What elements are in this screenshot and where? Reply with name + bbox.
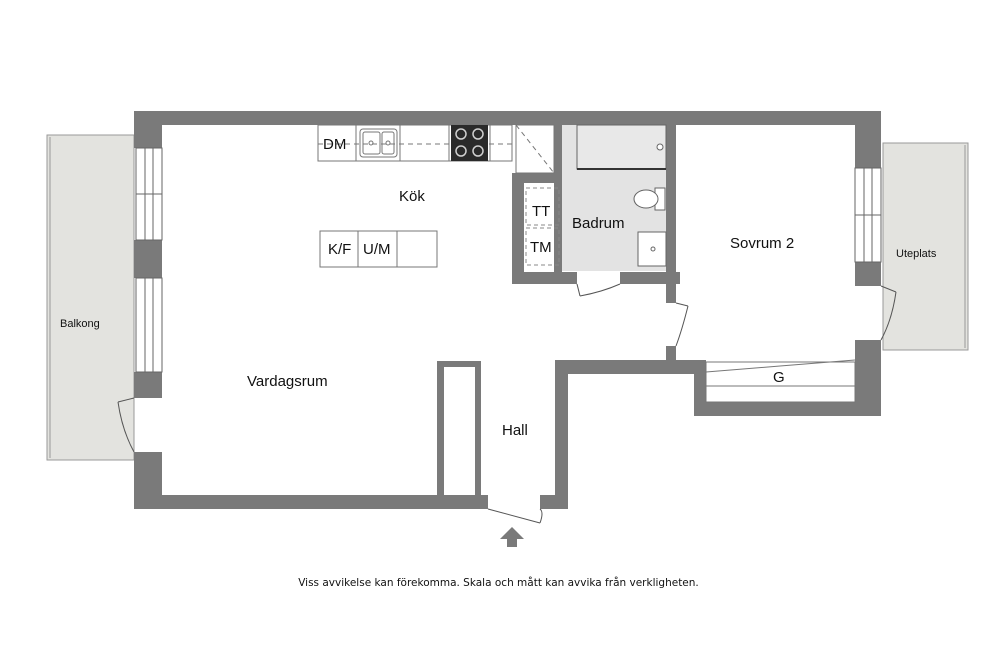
- room-label-hall: Hall: [502, 422, 528, 439]
- room-label-kok: Kök: [399, 188, 425, 205]
- shower-icon: [576, 124, 667, 170]
- label-tt: TT: [532, 203, 550, 220]
- bedroom-wardrobe: [705, 359, 856, 403]
- label-dm: DM: [323, 136, 346, 153]
- room-label-vardagsrum: Vardagsrum: [247, 373, 328, 390]
- entrance-arrow-icon: [500, 527, 524, 547]
- walls: [134, 111, 881, 509]
- disclaimer-text: Viss avvikelse kan förekomma. Skala och …: [298, 577, 699, 589]
- stove-icon: [451, 125, 488, 161]
- label-um: U/M: [363, 241, 391, 258]
- doors: [117, 283, 897, 524]
- room-label-badrum: Badrum: [572, 215, 625, 232]
- label-tm: TM: [530, 239, 552, 256]
- balcony-area: [46, 134, 135, 461]
- sink-icon: [359, 128, 398, 158]
- kitchen-island: [319, 230, 438, 268]
- label-g: G: [773, 369, 785, 386]
- washbasin-icon: [637, 231, 667, 267]
- patio-area: [882, 142, 969, 351]
- room-label-uteplats: Uteplats: [896, 248, 937, 260]
- laundry-units: [525, 187, 560, 266]
- label-kf: K/F: [328, 241, 351, 258]
- windows: [135, 147, 882, 373]
- kitchen-cabinet: [515, 124, 555, 174]
- room-label-balkong: Balkong: [60, 318, 100, 330]
- bathroom-fixtures: [576, 124, 667, 267]
- room-label-sovrum2: Sovrum 2: [730, 235, 794, 252]
